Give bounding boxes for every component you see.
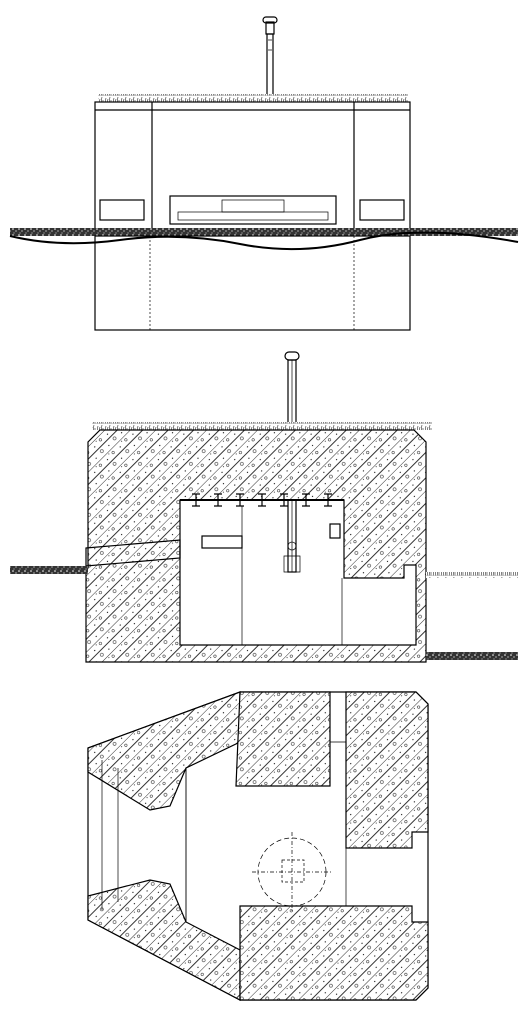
elevation-upper-wall bbox=[94, 101, 411, 230]
section-ground-left bbox=[10, 566, 88, 574]
elevation-view bbox=[9, 16, 519, 331]
plan-wall-top-center bbox=[235, 691, 331, 787]
elevation-foundation bbox=[94, 235, 411, 331]
section-steel-beams bbox=[180, 493, 344, 507]
plan-wall-top-left bbox=[87, 691, 241, 811]
section-concrete-wall bbox=[85, 429, 427, 663]
plan-wall-bottom bbox=[239, 905, 429, 1001]
plan-wall-top-right bbox=[345, 691, 429, 849]
elevation-firing-slit bbox=[169, 195, 337, 225]
plan-view bbox=[87, 691, 429, 1001]
section-embrasure bbox=[85, 539, 181, 567]
vent-pipe bbox=[262, 16, 278, 99]
section-view bbox=[10, 351, 518, 663]
roof-grass bbox=[98, 94, 408, 102]
plan-wall-bottom-left bbox=[87, 879, 241, 1001]
section-roof-grass bbox=[92, 422, 432, 430]
ground-line bbox=[10, 228, 518, 236]
section-ground-right bbox=[426, 572, 518, 578]
section-ground-base bbox=[426, 652, 518, 660]
